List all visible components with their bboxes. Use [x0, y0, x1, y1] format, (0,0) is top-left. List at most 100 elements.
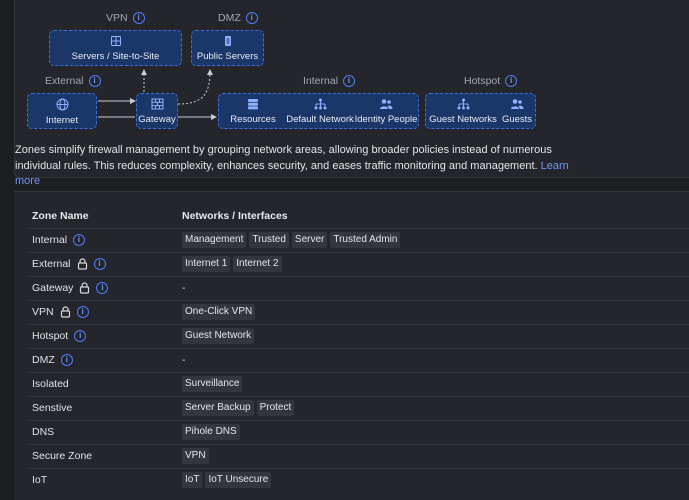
- gateway-zone-box[interactable]: Gateway: [136, 93, 178, 129]
- info-icon[interactable]: i: [505, 75, 518, 87]
- zone-name-cell: Internal i: [28, 227, 178, 252]
- info-icon[interactable]: i: [132, 12, 145, 24]
- zone-name-label[interactable]: Internal: [32, 234, 68, 246]
- info-icon[interactable]: i: [88, 75, 101, 87]
- zone-name-label[interactable]: Gateway: [32, 282, 74, 294]
- info-icon[interactable]: i: [76, 306, 89, 318]
- zone-name-label[interactable]: Secure Zone: [32, 450, 93, 462]
- network-tag[interactable]: Protect: [256, 400, 295, 416]
- dmz-zone-box[interactable]: Public Servers: [191, 30, 264, 66]
- node-guest-networks[interactable]: Guest Networks: [428, 98, 498, 125]
- firewall-icon: [151, 98, 163, 110]
- zone-label-dmz: DMZ i: [218, 12, 258, 24]
- zone-name: IoT: [32, 474, 47, 486]
- table-row[interactable]: DNS Pihole DNS: [28, 419, 689, 444]
- zone-label-hotspot: Hotspot i: [464, 75, 518, 87]
- network-tag[interactable]: One-Click VPN: [182, 304, 256, 320]
- table-row[interactable]: Hotspot i Guest Network: [28, 323, 689, 348]
- node-guests[interactable]: Guests: [500, 98, 534, 125]
- zones-description: Zones simplify firewall management by gr…: [15, 143, 585, 190]
- network-tag[interactable]: Trusted: [249, 232, 289, 248]
- network-tag[interactable]: Guest Network: [182, 328, 255, 344]
- info-icon[interactable]: i: [74, 330, 87, 342]
- zone-label-dmz-text: DMZ: [218, 12, 241, 24]
- zone-label-vpn-text: VPN: [106, 12, 128, 24]
- empty-networks: -: [182, 282, 186, 294]
- zone-name-label[interactable]: External: [32, 258, 71, 270]
- table-row[interactable]: Gateway i -: [28, 275, 689, 300]
- network-tag[interactable]: Internet 2: [233, 256, 282, 272]
- networks-cell: VPN: [178, 443, 689, 468]
- node-default-network[interactable]: Default Network: [286, 98, 354, 125]
- network-tag[interactable]: Internet 1: [182, 256, 231, 272]
- node-vpn-servers-label: Servers / Site-to-Site: [71, 51, 160, 62]
- vpn-zone-box[interactable]: Servers / Site-to-Site: [49, 30, 182, 66]
- learn-more-link[interactable]: Learn more: [15, 159, 569, 188]
- info-icon[interactable]: i: [343, 75, 356, 87]
- info-icon[interactable]: i: [93, 258, 106, 270]
- people-icon: [380, 99, 393, 109]
- info-icon[interactable]: i: [245, 12, 258, 24]
- network-tag[interactable]: Surveillance: [182, 376, 243, 392]
- network-tag[interactable]: Management: [182, 232, 247, 248]
- zone-name-label[interactable]: IoT: [32, 474, 48, 487]
- empty-networks: -: [182, 354, 186, 366]
- zone-name: Senstive: [32, 402, 72, 414]
- zone-label-external-text: External: [45, 75, 84, 87]
- node-guest-networks-label: Guest Networks: [429, 114, 497, 125]
- zone-name-label[interactable]: DNS: [32, 426, 55, 438]
- network-tag[interactable]: Trusted Admin: [330, 232, 401, 248]
- zone-name: DMZ i: [32, 354, 73, 366]
- info-icon[interactable]: i: [73, 234, 86, 246]
- network-tag[interactable]: IoT: [182, 472, 203, 489]
- network-tag[interactable]: IoT Unsecure: [205, 472, 272, 489]
- node-default-network-label: Default Network: [286, 114, 354, 125]
- network-tag[interactable]: Server Backup: [182, 400, 254, 416]
- node-vpn-servers[interactable]: Servers / Site-to-Site: [50, 35, 181, 62]
- zone-name: Internal i: [32, 234, 86, 246]
- zone-name: Hotspot i: [32, 330, 87, 342]
- network-tag[interactable]: VPN: [182, 448, 209, 464]
- node-gateway[interactable]: Gateway: [137, 98, 177, 125]
- info-icon[interactable]: i: [96, 282, 109, 294]
- zone-name-label[interactable]: Senstive: [32, 402, 73, 414]
- network-tag[interactable]: Server: [291, 232, 328, 248]
- zone-name-label[interactable]: Hotspot: [32, 330, 69, 342]
- node-resources[interactable]: Resources: [221, 98, 285, 125]
- lock-icon: [77, 258, 87, 270]
- networks-cell: -: [178, 275, 689, 300]
- table-row[interactable]: DMZ i -: [28, 347, 689, 372]
- zone-name-label[interactable]: Isolated: [32, 378, 69, 390]
- lock-icon: [80, 282, 90, 294]
- header-networks-interfaces[interactable]: Networks / Interfaces: [182, 210, 288, 223]
- node-internet-label: Internet: [45, 115, 79, 126]
- zone-name-cell: Senstive: [28, 395, 178, 420]
- header-zone-name[interactable]: Zone Name: [32, 210, 89, 223]
- node-identity-people[interactable]: Identity People: [355, 98, 417, 125]
- network-tag[interactable]: Pihole DNS: [182, 424, 240, 440]
- internal-zone-box[interactable]: Resources Default Network: [218, 93, 419, 129]
- node-guests-label: Guests: [501, 114, 533, 125]
- node-internet[interactable]: Internet: [28, 98, 96, 126]
- table-row[interactable]: VPN i One-Click VPN: [28, 299, 689, 324]
- table-row[interactable]: Isolated Surveillance: [28, 371, 689, 396]
- zone-name-label[interactable]: VPN: [32, 306, 54, 318]
- info-icon[interactable]: i: [60, 354, 73, 366]
- zone-label-vpn: VPN i: [106, 12, 145, 24]
- zone-name-cell: Hotspot i: [28, 323, 178, 348]
- zone-name-label[interactable]: DMZ: [32, 354, 55, 366]
- zones-table-panel: Zone Name Networks / Interfaces Internal…: [14, 191, 689, 500]
- hotspot-zone-box[interactable]: Guest Networks Guests: [425, 93, 536, 129]
- node-public-servers[interactable]: Public Servers: [192, 35, 263, 62]
- table-row[interactable]: Secure Zone VPN: [28, 443, 689, 468]
- external-zone-box[interactable]: Internet: [27, 93, 97, 129]
- zones-overview-panel: [14, 0, 689, 178]
- zone-name-cell: DNS: [28, 419, 178, 444]
- network-icon: [457, 98, 469, 110]
